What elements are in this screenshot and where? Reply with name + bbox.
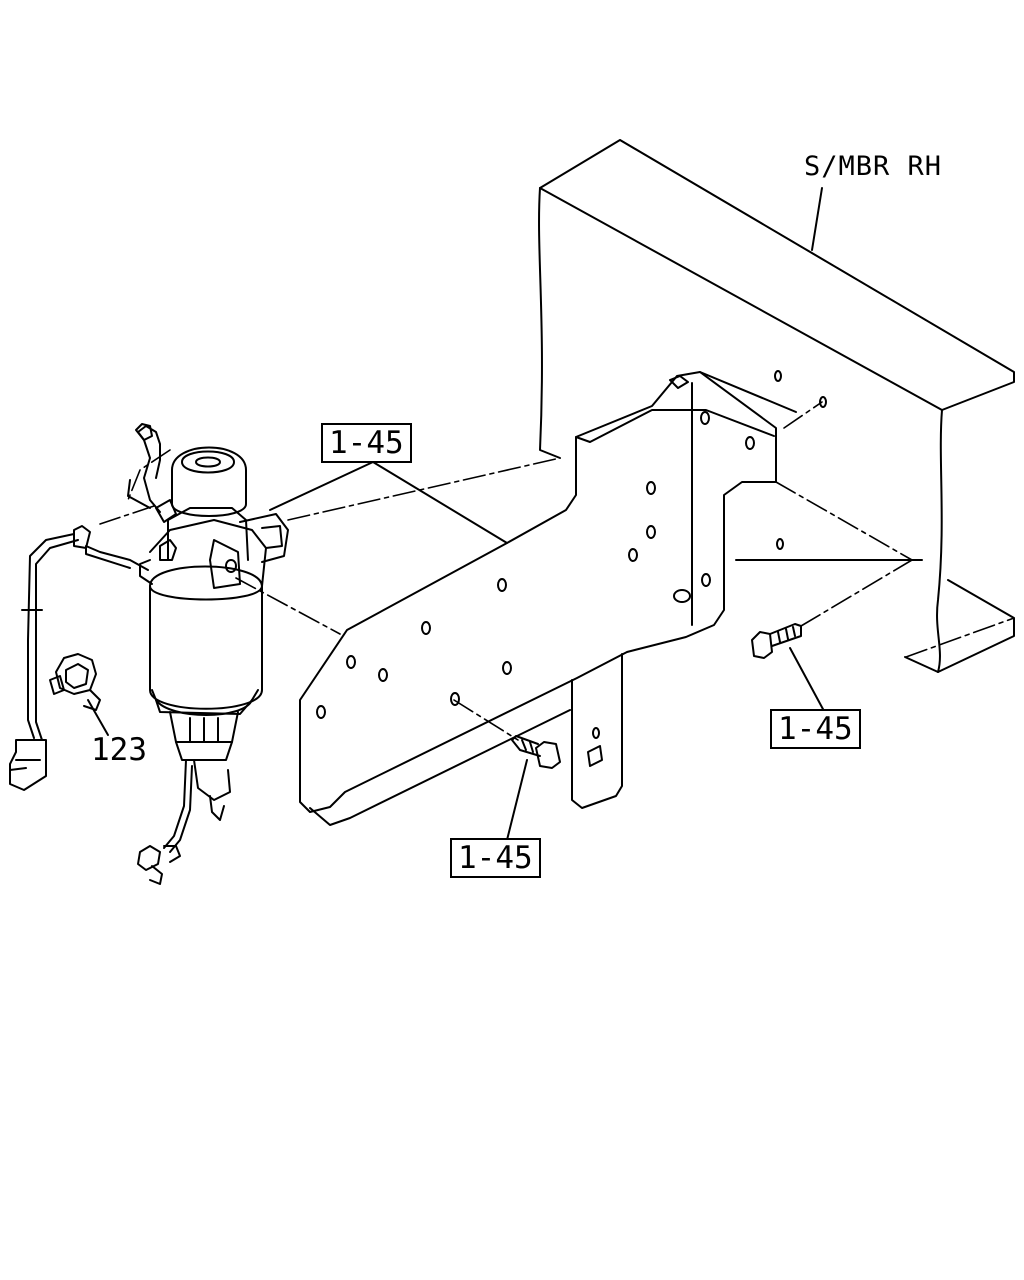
wiring-harness <box>9 533 181 885</box>
mounting-bracket <box>299 371 777 826</box>
ref-box-bolt-middle[interactable]: 1-45 <box>450 838 541 878</box>
ref-box-bracket[interactable]: 1-45 <box>321 423 412 463</box>
ref-box-bolt-right[interactable]: 1-45 <box>770 709 861 749</box>
part-number-clip: 123 <box>91 732 147 768</box>
flange-bolt-middle <box>511 735 561 769</box>
dash-dot-center-lines <box>99 139 1015 741</box>
fuel-filter-assembly <box>73 423 289 853</box>
harness-clip <box>49 653 101 711</box>
frame-label-side-member: S/MBR RH <box>804 151 943 182</box>
leader-lines <box>87 187 825 841</box>
side-member-frame-rail <box>538 139 1015 673</box>
